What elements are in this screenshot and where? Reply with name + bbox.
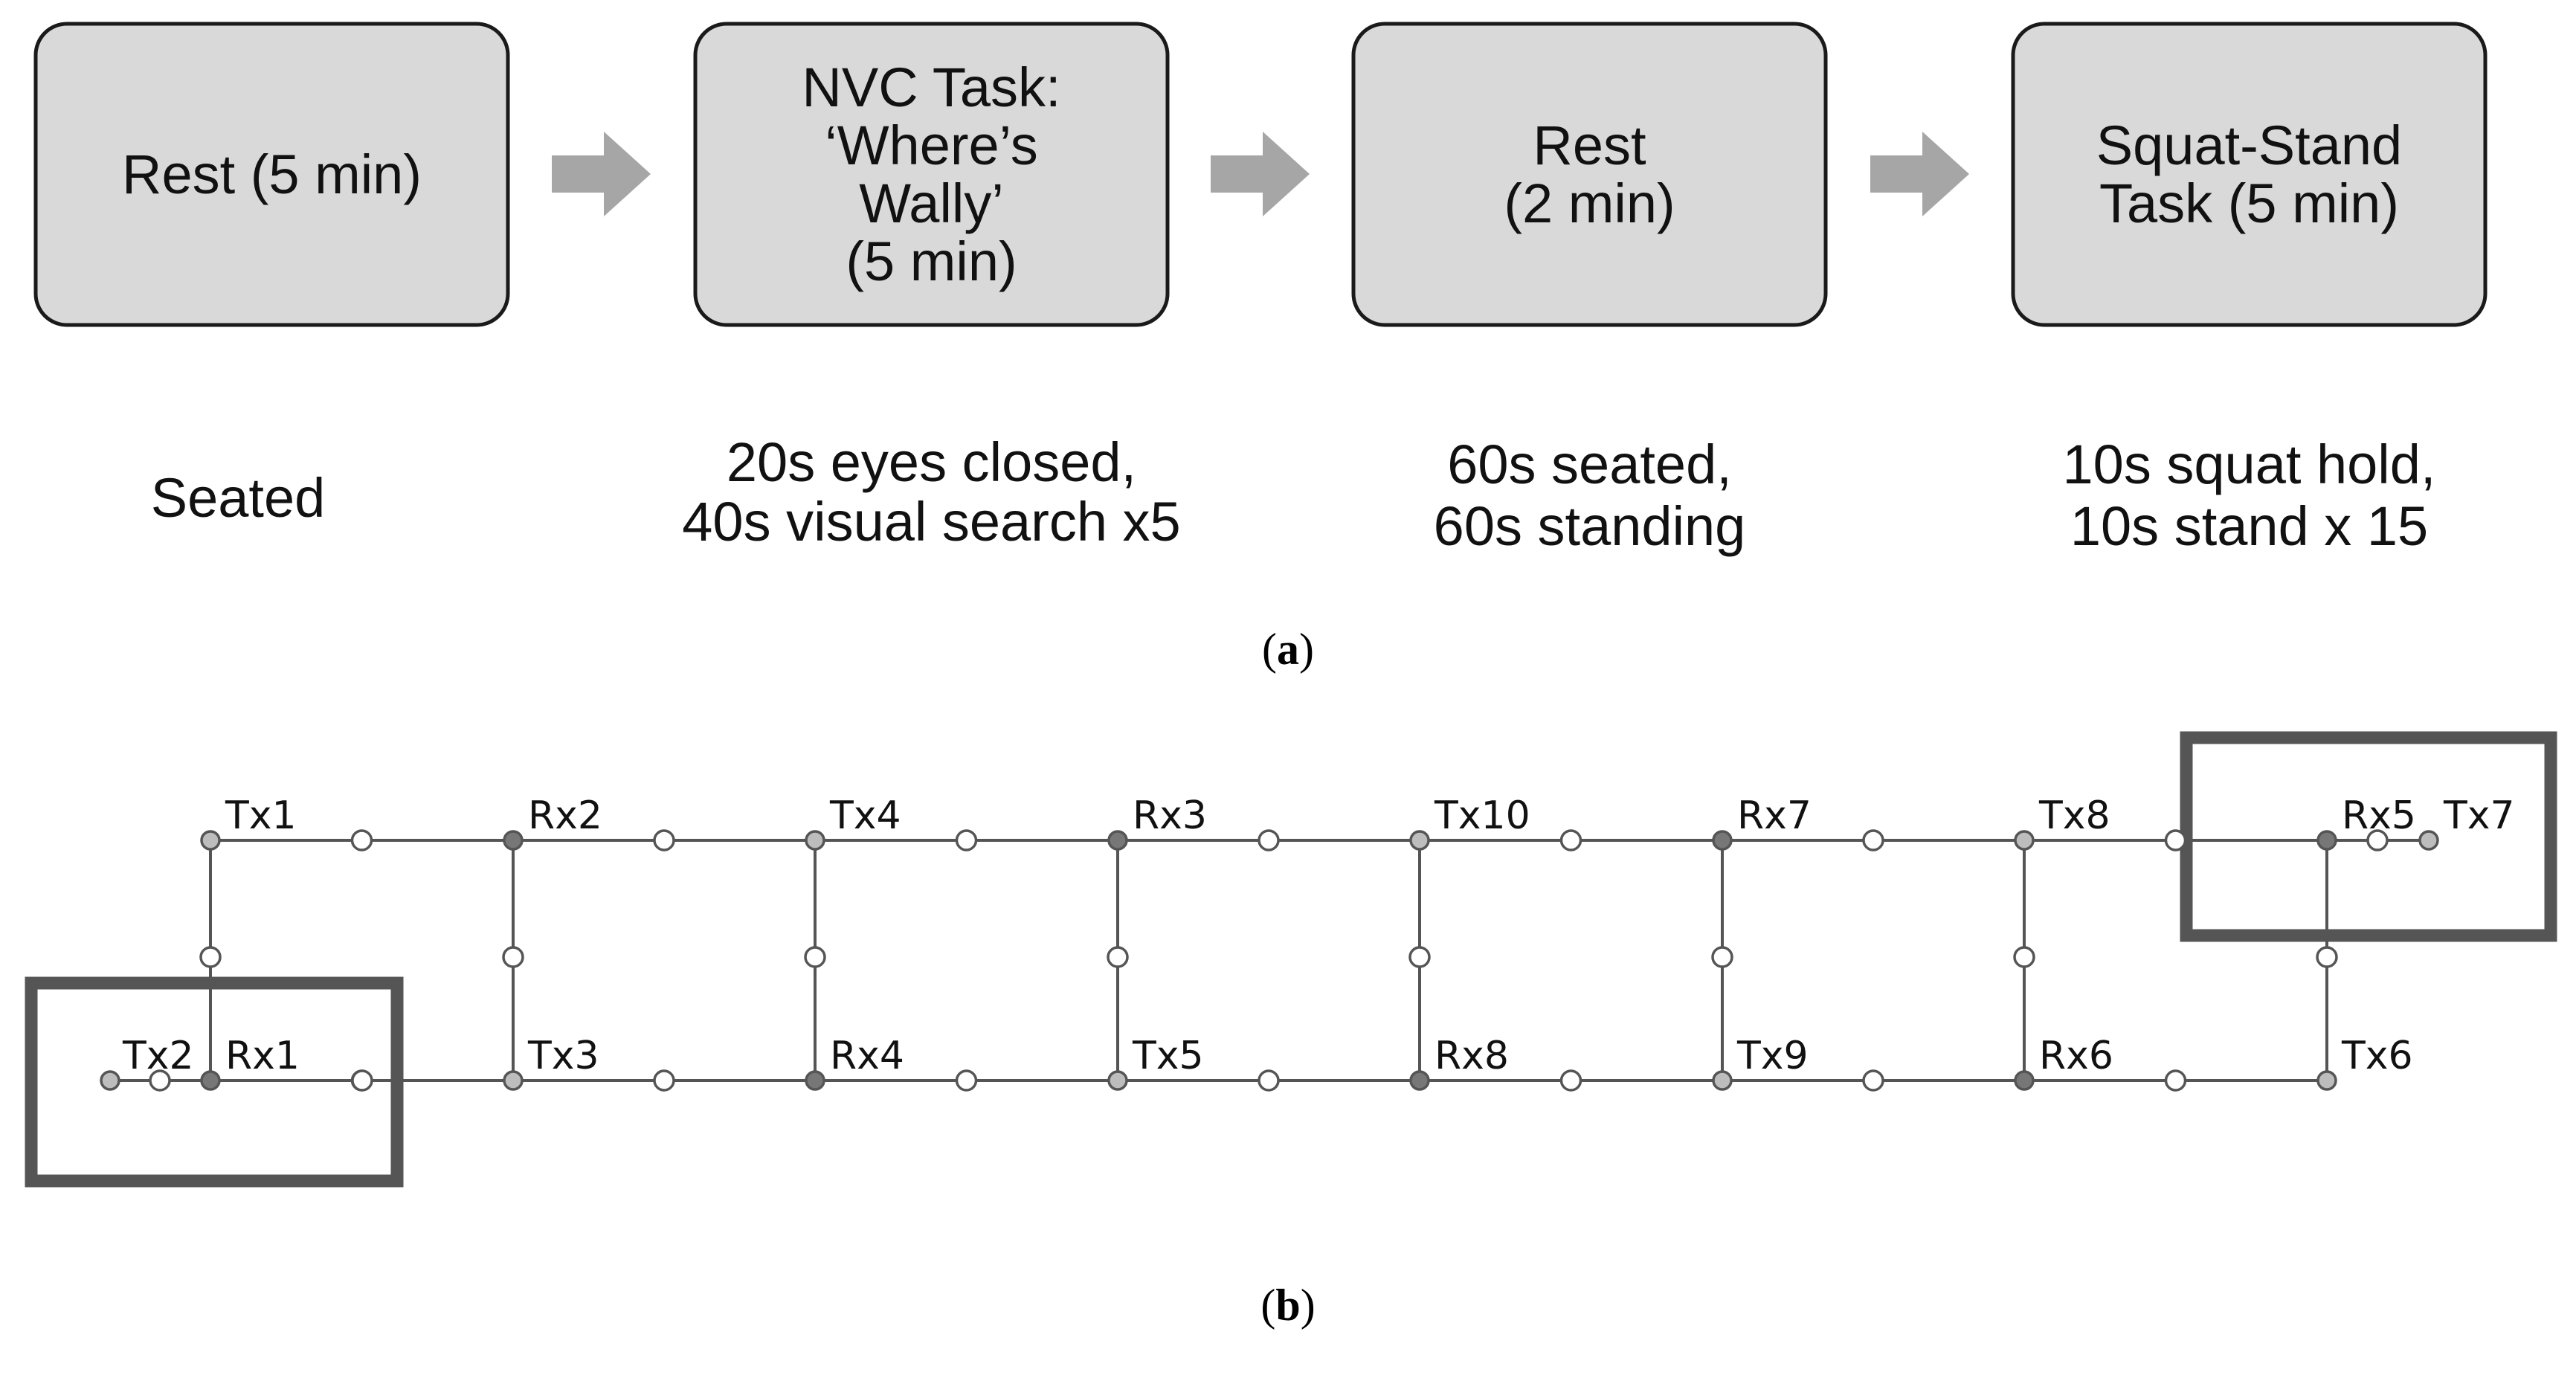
optode-marker: [2014, 1070, 2035, 1091]
optode-label: Tx2: [122, 1034, 194, 1078]
optode-marker: [805, 830, 825, 851]
sequence-arrow-1: [552, 132, 651, 216]
channel-marker: [1862, 1069, 1884, 1092]
protocol-step-box: [33, 22, 510, 327]
channel-marker: [2164, 1069, 2187, 1092]
protocol-step-text: Task (5 min): [2099, 173, 2399, 234]
caption-b: (b): [1260, 1281, 1315, 1330]
optode-marker: [2014, 830, 2035, 851]
optode-label: Tx4: [829, 793, 901, 838]
channel-marker: [1408, 946, 1431, 968]
optode-marker: [1409, 1070, 1430, 1091]
channel-marker: [2013, 946, 2035, 968]
channel-marker: [149, 1069, 171, 1092]
protocol-step-text: Squat-Stand: [2096, 115, 2402, 176]
sequence-arrow-3: [1870, 132, 1969, 216]
optode-marker: [2316, 830, 2337, 851]
channel-marker: [2366, 829, 2389, 851]
channel-marker: [653, 1069, 675, 1092]
protocol-step-text: Rest (5 min): [122, 144, 422, 205]
protocol-step-description: 10s squat hold,: [2063, 434, 2436, 495]
channel-marker: [804, 946, 826, 968]
optode-label: Tx6: [2341, 1034, 2413, 1078]
channel-marker: [1107, 946, 1129, 968]
channel-marker: [199, 946, 222, 968]
channel-marker: [955, 1069, 978, 1092]
channel-marker: [2316, 946, 2338, 968]
protocol-step-3: Rest(2 min) 60s seated,60s standing: [1351, 22, 1828, 557]
protocol-timeline-panel: Rest (5 min) Seated NVC Task:‘Where’sWally…: [33, 22, 2488, 557]
channel-marker: [1559, 829, 1582, 851]
optode-marker: [2316, 1070, 2337, 1091]
protocol-step-description: 40s visual search x5: [682, 491, 1180, 553]
optode-label: Tx7: [2443, 793, 2515, 838]
protocol-step-description: 10s stand x 15: [2070, 495, 2428, 557]
optode-marker: [503, 1070, 524, 1091]
optode-label: Tx5: [1132, 1034, 1204, 1078]
protocol-step-1: Rest (5 min) Seated: [33, 22, 510, 529]
optode-label: Rx8: [1434, 1034, 1509, 1078]
optode-label: Tx1: [225, 793, 297, 838]
optode-label: Rx7: [1737, 793, 1812, 838]
optode-marker: [200, 1070, 221, 1091]
optode-marker: [503, 830, 524, 851]
optode-label: Tx3: [527, 1034, 599, 1078]
protocol-step-box: [693, 22, 1170, 327]
optode-label: Rx3: [1133, 793, 1207, 838]
protocol-step-text: ‘Where’s: [825, 115, 1038, 176]
channel-marker: [1258, 829, 1280, 851]
optode-marker: [1409, 830, 1430, 851]
channel-marker: [1559, 1069, 1582, 1092]
optode-marker: [1712, 830, 1733, 851]
caption-a: (a): [1262, 625, 1314, 674]
optode-label: Rx4: [830, 1034, 904, 1078]
optode-marker: [805, 1070, 825, 1091]
channel-marker: [1862, 829, 1884, 851]
optode-label: Tx10: [1434, 793, 1530, 838]
channel-marker: [653, 829, 675, 851]
protocol-step-text: Rest: [1533, 115, 1646, 176]
optode-label: Rx1: [225, 1034, 300, 1078]
channel-marker: [350, 829, 373, 851]
channel-marker: [1258, 1069, 1280, 1092]
optode-marker: [1712, 1070, 1733, 1091]
optode-marker: [1107, 1070, 1128, 1091]
optode-marker: [2418, 830, 2439, 851]
optode-label: Tx8: [2038, 793, 2110, 838]
optode-marker: [200, 830, 221, 851]
protocol-step-text: (2 min): [1504, 173, 1675, 234]
sequence-arrow-2: [1211, 132, 1310, 216]
channel-marker: [1711, 946, 1733, 968]
protocol-step-description: 60s seated,: [1447, 434, 1732, 495]
protocol-step-text: (5 min): [846, 231, 1017, 292]
protocol-step-description: Seated: [151, 467, 326, 529]
protocol-step-text: NVC Task:: [802, 57, 1060, 118]
optode-label: Rx5: [2342, 793, 2416, 838]
optode-label: Rx2: [528, 793, 602, 838]
optode-marker: [100, 1070, 120, 1091]
protocol-step-box: [1351, 22, 1828, 327]
optode-marker: [1107, 830, 1128, 851]
optode-label: Rx6: [2039, 1034, 2113, 1078]
protocol-step-description: 20s eyes closed,: [727, 431, 1136, 493]
channel-marker: [955, 829, 978, 851]
right-region-frame: [2180, 731, 2557, 942]
protocol-step-text: Wally’: [859, 173, 1004, 234]
channel-marker: [502, 946, 524, 968]
channel-marker: [2164, 829, 2187, 851]
channel-marker: [351, 1069, 373, 1092]
protocol-step-description: 60s standing: [1434, 495, 1746, 557]
optode-label: Tx9: [1736, 1034, 1809, 1078]
protocol-step-box: [2011, 22, 2488, 327]
